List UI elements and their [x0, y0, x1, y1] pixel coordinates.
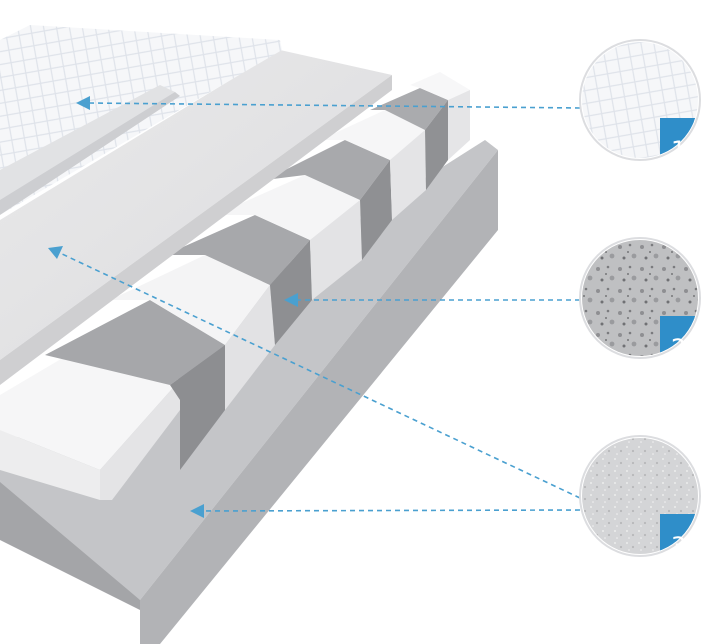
core-blocks — [0, 72, 470, 500]
arrow-head-3a — [48, 246, 63, 259]
arrow-line-3b — [199, 509, 581, 512]
top-foam-layer — [0, 50, 392, 385]
callout-label-2: 2. — [671, 334, 694, 362]
arrow-heads — [48, 96, 298, 518]
arrow-line-1 — [87, 102, 581, 109]
quilted-cover — [0, 25, 282, 215]
callout-2: 2. — [579, 237, 701, 362]
callout-label-1: 1. — [671, 136, 694, 164]
callout-1: 1. — [579, 39, 701, 164]
arrow-head-3b — [190, 504, 204, 518]
callout-label-3: 3. — [671, 532, 694, 560]
arrow-head-1 — [76, 96, 90, 110]
callout-3: 3. — [579, 435, 701, 560]
callout-arrows — [59, 102, 581, 512]
arrow-head-2 — [284, 293, 298, 307]
arrow-line-3a — [59, 252, 581, 499]
